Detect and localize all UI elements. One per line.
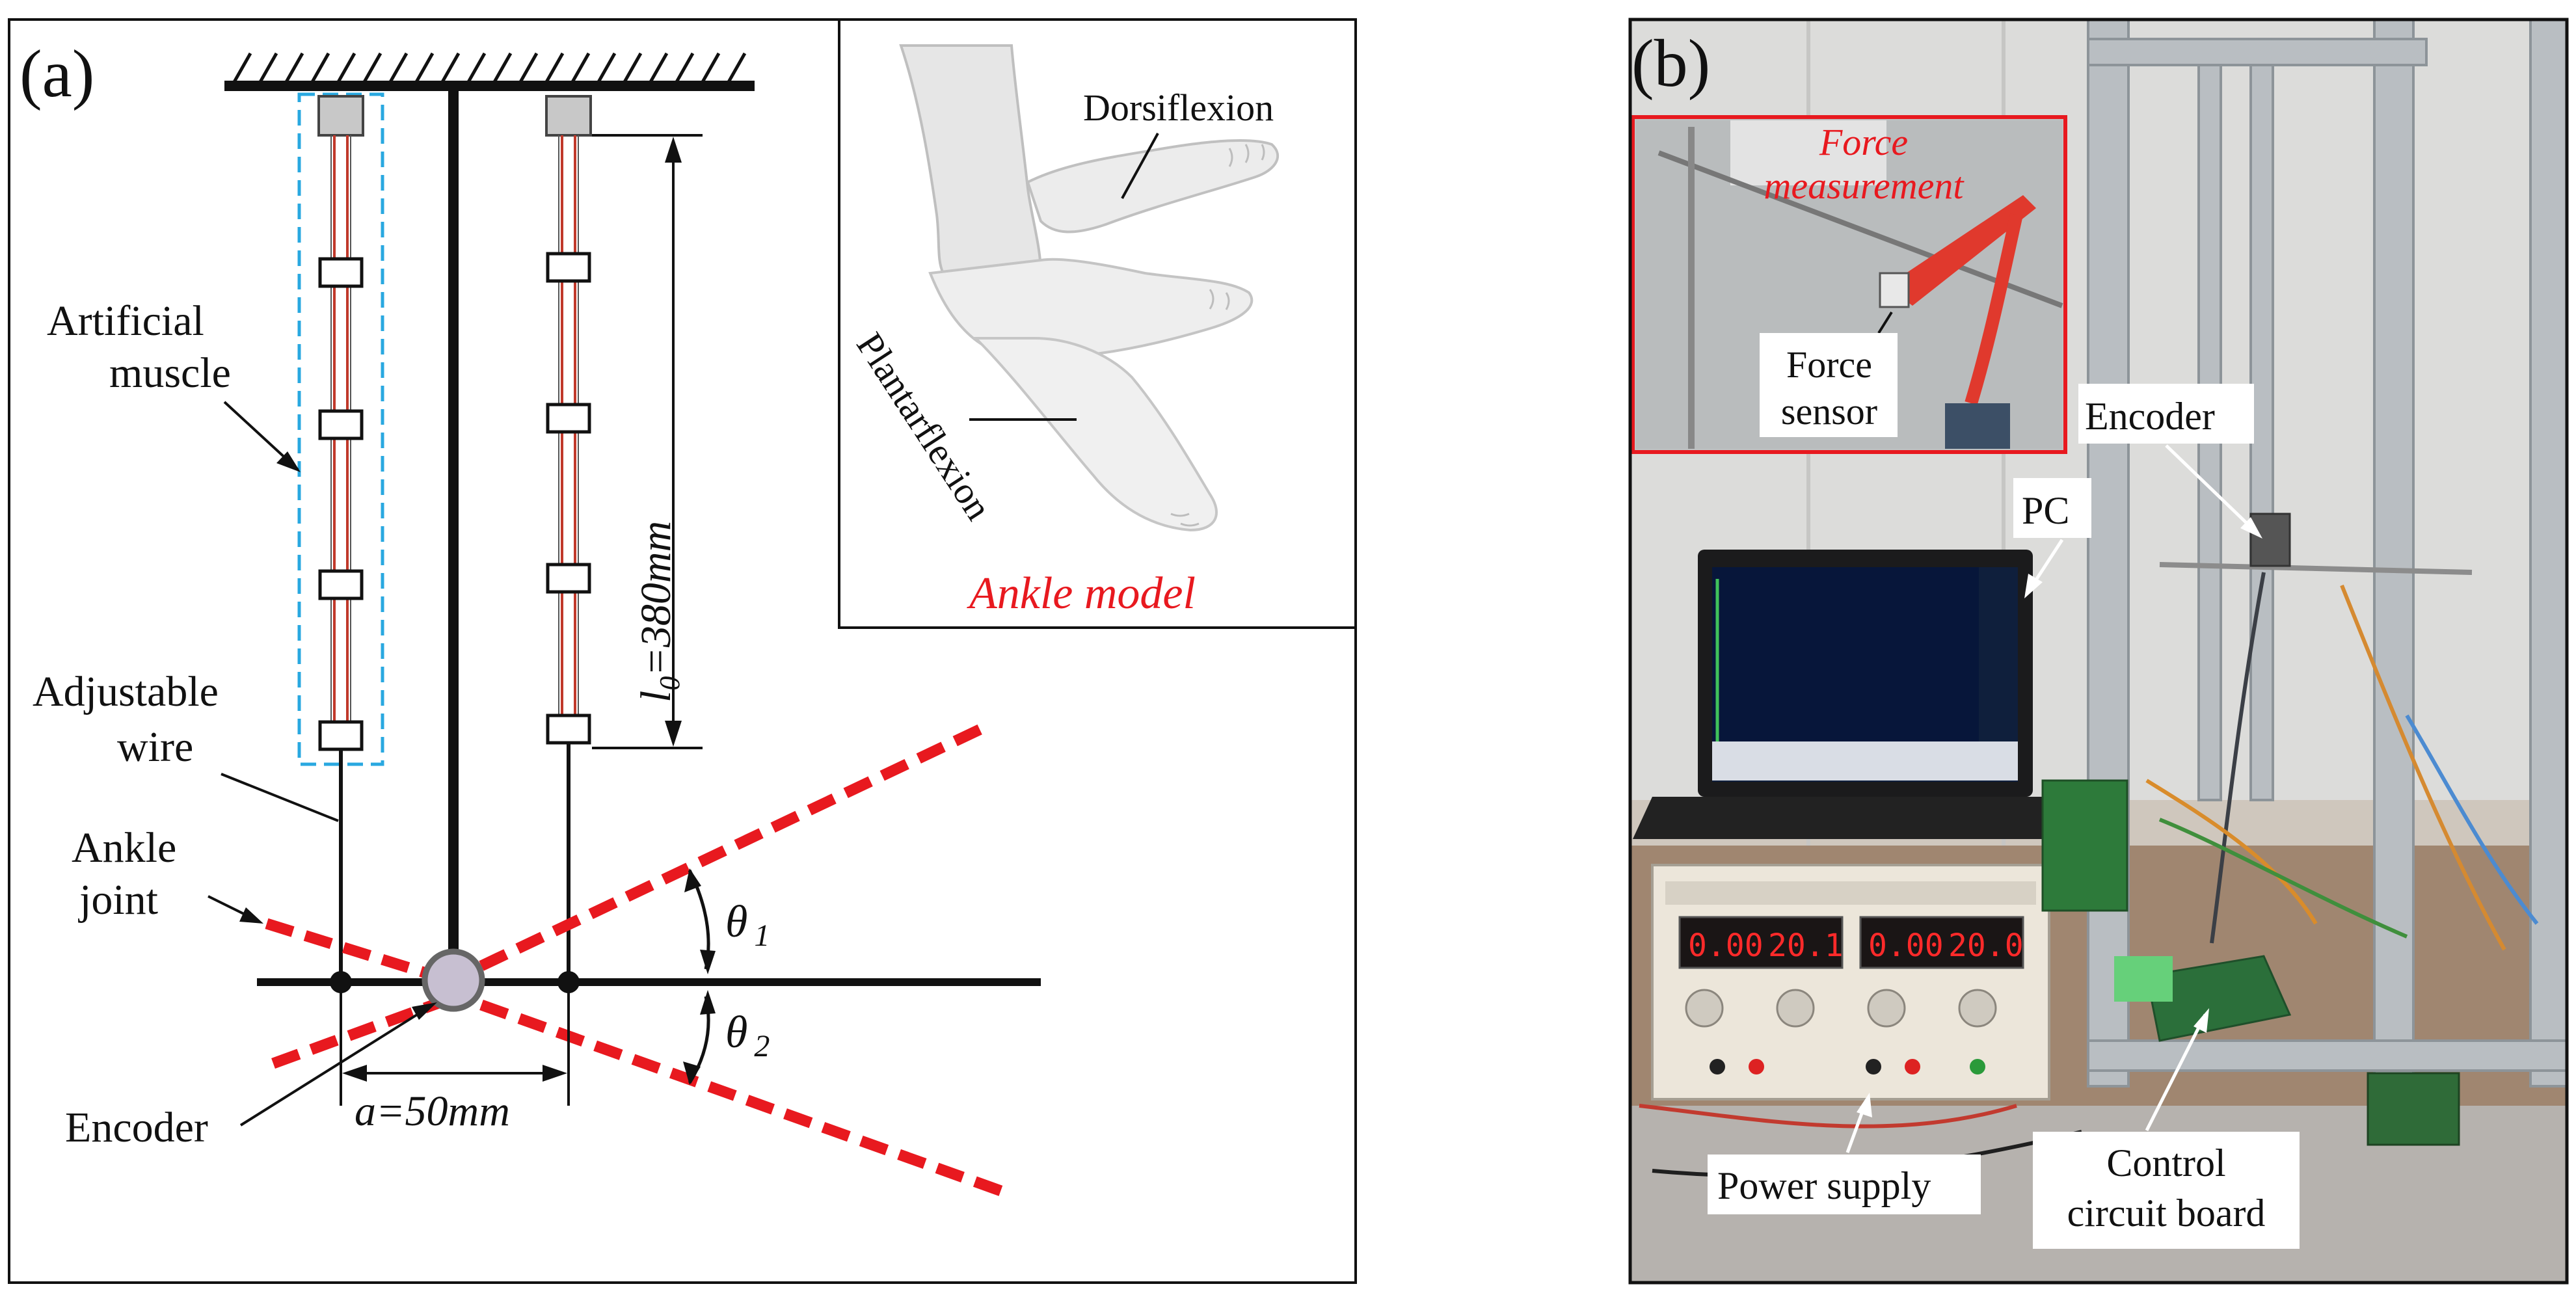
panel-b-tag: (b) <box>1631 26 1710 101</box>
l0-dimension: l0=380mm <box>592 134 703 749</box>
encoder-label-b: Encoder <box>2085 395 2215 438</box>
cables <box>1639 572 2539 1178</box>
dorsiflexion-label: Dorsiflexion <box>1083 87 1274 129</box>
adjustable-wire-label-2: wire <box>117 723 193 771</box>
dorsiflexion-foot <box>1026 139 1280 234</box>
force-sensor-label-2: sensor <box>1781 390 1877 433</box>
display-1-a: 0.00 <box>1688 928 1764 964</box>
pc-label: PC <box>2022 489 2069 532</box>
a-label: a=50mm <box>355 1088 510 1135</box>
display-1-b: 20.1 <box>1768 928 1844 964</box>
panel-b-frame <box>1628 18 2569 1285</box>
ankle-joint-label-2: joint <box>78 876 158 924</box>
adjustable-wire-label: Adjustable <box>33 668 219 715</box>
display-2 <box>1859 916 2024 969</box>
power-supply-label: Power supply <box>1717 1164 1931 1207</box>
power-supply-unit: 0.00 20.1 0.00 20.0 <box>1651 864 2050 1101</box>
control-circuit-board <box>2041 779 2460 1146</box>
plantarflexion-foot <box>973 337 1218 532</box>
display-2-b: 20.0 <box>1948 928 2024 964</box>
joint-right <box>557 971 580 993</box>
a-dimension: a=50mm <box>340 992 570 1135</box>
force-measurement-label: Force <box>1819 121 1908 163</box>
control-circuit-label: Control <box>2106 1141 2225 1184</box>
artificial-muscle-label: Artificial <box>47 297 204 345</box>
panel-a-tag: (a) <box>20 36 94 111</box>
panel-a: (a) <box>8 18 1357 1284</box>
dashed-highlight-box <box>297 92 384 766</box>
encoder-label-a: Encoder <box>65 1104 208 1151</box>
force-measurement-label-2: measurement <box>1764 165 1965 207</box>
control-circuit-label-2: circuit board <box>2067 1192 2266 1235</box>
display-2-a: 0.00 <box>1868 928 1944 964</box>
artificial-muscle-left <box>297 92 384 982</box>
l0-label: l0=380mm <box>632 521 686 702</box>
artificial-muscle-right <box>545 95 592 982</box>
ceiling <box>224 52 755 91</box>
ankle-joint-label: Ankle <box>72 824 176 872</box>
artificial-muscle-label-2: muscle <box>109 349 231 397</box>
ankle-model-title: Ankle model <box>967 568 1196 619</box>
joint-left <box>330 971 352 993</box>
force-measurement-inset: Force measurement Force sensor <box>1631 115 2067 454</box>
display-1 <box>1678 916 1844 969</box>
ankle-model-inset: Dorsiflexion Plantarflexion Ankle model <box>838 18 1357 629</box>
panel-b: 0.00 20.1 0.00 20.0 <box>1628 18 2569 1285</box>
force-sensor-label: Force <box>1786 343 1872 386</box>
encoder-circle <box>422 948 485 1012</box>
laptop-pc <box>1633 550 2069 839</box>
